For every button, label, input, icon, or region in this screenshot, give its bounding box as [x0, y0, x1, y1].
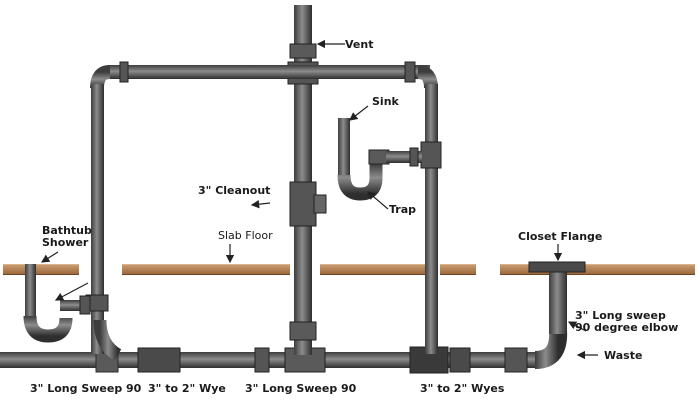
- slab-floor-mid-left: [122, 264, 290, 275]
- bathtub-trap: [23, 315, 73, 343]
- label-bottom-sweep-left: 3" Long Sweep 90: [30, 382, 142, 395]
- label-waste: Waste: [604, 349, 643, 362]
- label-bottom-wye: 3" to 2" Wye: [148, 382, 226, 395]
- label-shower: Shower: [42, 236, 89, 249]
- label-long-sweep-elbow-1: 3" Long sweep: [575, 309, 666, 322]
- sink-trap: [337, 164, 383, 201]
- label-slab-floor: Slab Floor: [218, 229, 273, 242]
- label-trap: Trap: [389, 203, 417, 216]
- right-vent-riser: [425, 84, 438, 354]
- label-long-sweep-elbow-2: 90 degree elbow: [575, 321, 679, 334]
- label-bottom-sweep-right: 3" Long Sweep 90: [245, 382, 357, 395]
- label-sink: Sink: [372, 95, 399, 108]
- left-vent-riser: [91, 84, 104, 354]
- vent-horizontal: [108, 65, 430, 79]
- label-bottom-wyes: 3" to 2" Wyes: [420, 382, 505, 395]
- slab-floor-right-a: [440, 264, 476, 275]
- slab-floor-mid-right: [320, 264, 425, 275]
- pointer-arrows: [40, 39, 598, 360]
- closet-flange-plate: [528, 261, 586, 273]
- sink-tailpiece: [338, 118, 350, 178]
- main-drain-pipe: [0, 346, 545, 374]
- main-stack: [294, 5, 312, 355]
- slab-floor-left: [3, 264, 79, 275]
- cleanout-plug: [313, 194, 327, 214]
- label-closet-flange: Closet Flange: [518, 230, 603, 243]
- label-vent: Vent: [345, 38, 374, 51]
- label-bathtub: Bathtub: [42, 224, 92, 237]
- slab-floor-right-b: [500, 264, 695, 275]
- waste-sweep-elbow: [534, 329, 568, 369]
- bathtub-drain: [25, 264, 36, 318]
- label-cleanout: 3" Cleanout: [198, 184, 271, 197]
- closet-riser: [549, 270, 567, 334]
